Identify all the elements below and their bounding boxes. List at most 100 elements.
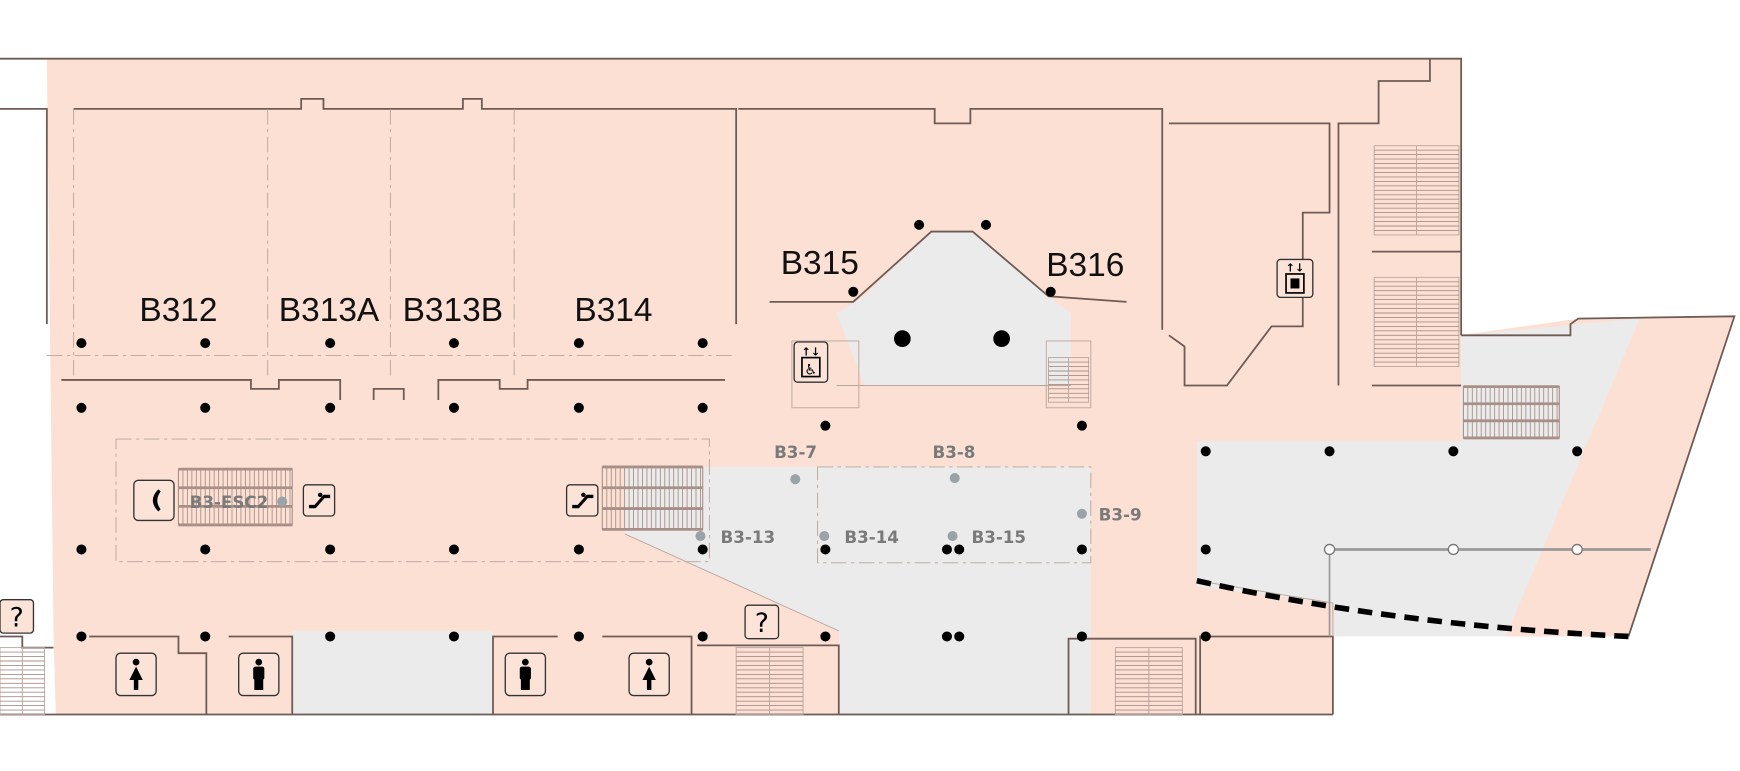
room-label-b313b[interactable]: B313B [403, 292, 503, 329]
grid-lines [46, 108, 1092, 564]
column-marker [76, 544, 87, 555]
column-marker-open [1571, 543, 1583, 556]
column-marker-grey [695, 531, 706, 542]
info-icon[interactable]: ? [744, 604, 780, 640]
column-marker-grey [1076, 508, 1087, 519]
column-marker [76, 402, 87, 413]
restroom-women-icon[interactable] [628, 652, 670, 697]
escalator-central [601, 465, 704, 531]
column-marker [941, 631, 952, 642]
svg-text:?: ? [755, 608, 769, 639]
info-icon[interactable]: ? [0, 598, 35, 634]
svg-text:♿: ♿ [804, 362, 817, 378]
column-marker [200, 544, 211, 555]
column-marker [1076, 420, 1087, 431]
column-marker [820, 544, 831, 555]
column-marker [1076, 544, 1087, 555]
freight-elevator-icon[interactable]: ↑↓ [1276, 258, 1314, 299]
column-marker [573, 338, 584, 349]
column-marker [1200, 631, 1211, 642]
escalator-east [1462, 385, 1560, 440]
restroom-men-icon[interactable] [238, 652, 280, 697]
column-marker [697, 338, 708, 349]
column-marker [200, 338, 211, 349]
south-corridor-area [292, 630, 493, 715]
room-labels: B312 B313A B313B B314 B315 B316 [139, 245, 1124, 329]
accessible-elevator-icon[interactable]: ↑↓ ♿ [793, 341, 829, 383]
column-marker [848, 286, 859, 297]
room-label-b313a[interactable]: B313A [279, 292, 380, 329]
column-marker-grey [790, 474, 801, 485]
column-label-b3-7: B3-7 [774, 442, 817, 462]
column-marker [954, 631, 965, 642]
column-marker-grey [947, 531, 958, 542]
column-marker [325, 402, 336, 413]
column-marker-grey [277, 496, 288, 507]
column-marker-open [1447, 543, 1460, 556]
column-marker [573, 544, 584, 555]
column-marker [980, 219, 992, 230]
column-marker [820, 631, 831, 642]
column-marker [1572, 446, 1583, 457]
column-marker [1200, 544, 1211, 555]
atrium-area [836, 231, 1071, 386]
east-concourse-area [1196, 318, 1640, 637]
column-marker [941, 544, 952, 555]
column-marker [914, 219, 925, 230]
column-marker [1200, 446, 1211, 457]
restroom-men-icon[interactable] [504, 652, 547, 697]
column-marker-open [1323, 543, 1336, 556]
column-label-b3-esc2: B3-ESC2 [190, 492, 269, 512]
column-marker [573, 631, 584, 642]
svg-text:↑↓: ↑↓ [802, 345, 821, 358]
column-marker [448, 631, 459, 642]
column-label-b3-15: B3-15 [971, 527, 1026, 547]
phone-icon[interactable] [133, 479, 175, 522]
column-marker [76, 631, 87, 642]
column-marker [200, 631, 211, 642]
column-marker [1076, 631, 1087, 642]
room-label-b315[interactable]: B315 [781, 245, 859, 282]
svg-text:?: ? [10, 602, 24, 633]
column-marker [820, 420, 831, 431]
boundary-dashed-line [1196, 577, 1629, 640]
south-corridor-area-2 [838, 636, 1069, 715]
columns [76, 219, 1583, 642]
column-marker [325, 338, 336, 349]
escalator-icon[interactable] [565, 484, 599, 517]
column-marker [76, 338, 87, 349]
column-marker [954, 544, 965, 555]
column-marker [200, 402, 211, 413]
escalator-b3-esc2 [177, 467, 293, 527]
column-marker [448, 338, 459, 349]
column-labels: B3-7 B3-8 B3-9 B3-13 B3-14 B3-15 B3-ESC2 [190, 442, 1142, 547]
column-label-b3-9: B3-9 [1099, 504, 1142, 524]
room-label-b314[interactable]: B314 [574, 292, 652, 329]
room-label-b316[interactable]: B316 [1046, 247, 1124, 284]
column-marker [1324, 446, 1335, 457]
column-marker [697, 631, 708, 642]
room-label-b312[interactable]: B312 [139, 292, 217, 329]
restroom-women-icon[interactable] [115, 652, 157, 697]
column-label-b3-14: B3-14 [844, 527, 899, 547]
escalator-icon[interactable] [302, 484, 336, 517]
column-marker-grey [949, 473, 960, 484]
column-marker [573, 402, 584, 413]
column-marker-large [893, 330, 911, 348]
column-marker-grey [819, 531, 830, 542]
column-label-b3-13: B3-13 [721, 527, 776, 547]
column-marker [325, 631, 336, 642]
stairs [0, 145, 1460, 715]
column-marker [448, 402, 459, 413]
column-label-b3-8: B3-8 [932, 442, 975, 462]
column-marker-large [993, 330, 1010, 348]
column-marker [325, 544, 336, 555]
floor-areas [46, 58, 1735, 715]
column-marker [697, 402, 708, 413]
column-marker [1448, 446, 1459, 457]
column-marker [448, 544, 459, 555]
column-marker [1045, 286, 1056, 297]
column-marker [697, 544, 708, 555]
svg-text:↑↓: ↑↓ [1286, 262, 1305, 275]
